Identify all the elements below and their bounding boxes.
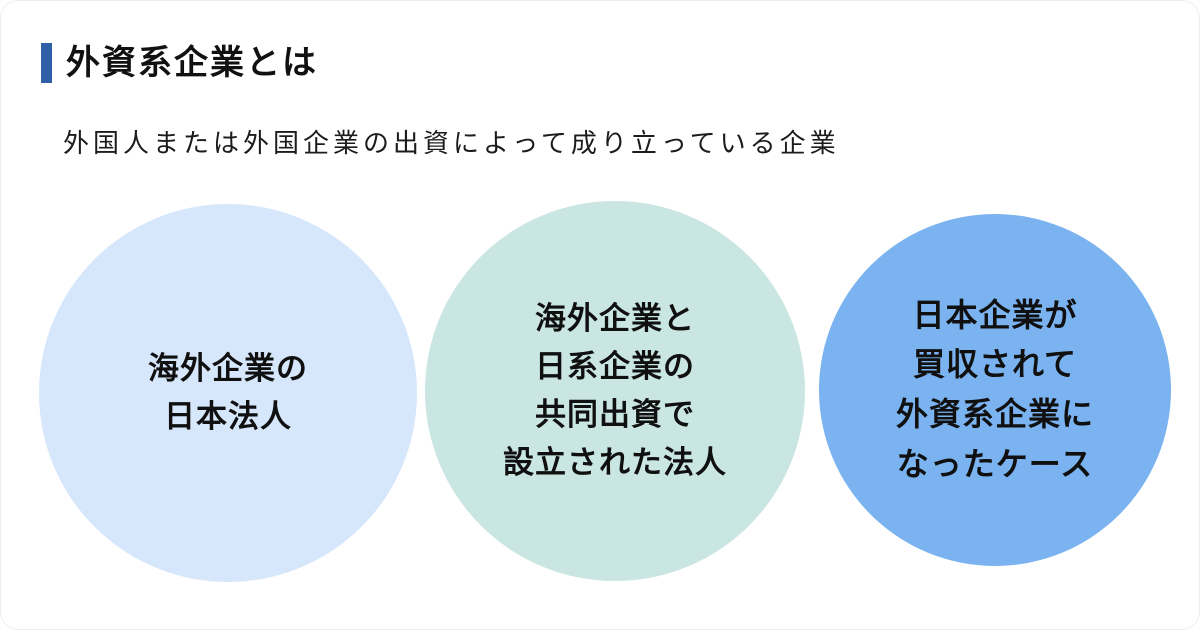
title-row: 外資系企業とは — [41, 43, 318, 83]
circle-label: 日本企業が 買収されて 外資系企業に なったケース — [895, 296, 1094, 482]
circle-overseas-company-japan-subsidiary: 海外企業の 日本法人 — [39, 204, 417, 582]
page-title: 外資系企業とは — [66, 44, 318, 82]
subtitle: 外国人または外国企業の出資によって成り立っている企業 — [63, 128, 840, 158]
circle-acquired-japanese-company: 日本企業が 買収されて 外資系企業に なったケース — [819, 214, 1171, 566]
circle-label: 海外企業と 日系企業の 共同出資で 設立された法人 — [503, 300, 727, 481]
circle-joint-investment-corporation: 海外企業と 日系企業の 共同出資で 設立された法人 — [425, 201, 805, 581]
title-accent-bar — [41, 43, 52, 83]
circle-label: 海外企業の 日本法人 — [148, 350, 308, 434]
